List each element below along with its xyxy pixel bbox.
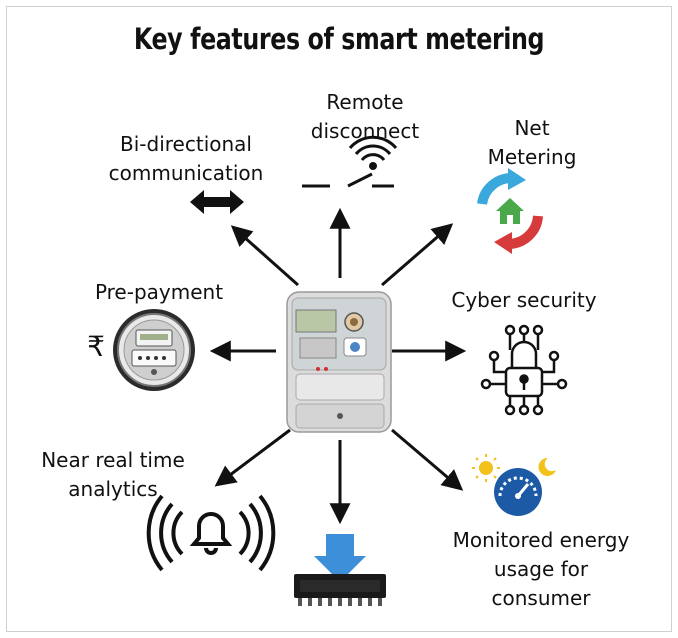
- label-line: Metering: [487, 145, 577, 169]
- lock-circuit-icon: [480, 324, 568, 416]
- label-monitored-energy: Monitored energy usage for consumer: [446, 526, 636, 613]
- label-net-metering: Net Metering: [482, 114, 582, 172]
- label-line: analytics: [68, 477, 158, 501]
- download-chip-icon: [294, 534, 386, 606]
- label-line: disconnect: [310, 119, 420, 143]
- label-line: Net: [514, 116, 550, 140]
- arrow-up-left: [230, 225, 299, 287]
- label-line: Cyber security: [451, 288, 597, 312]
- house-cycle-icon: [477, 168, 543, 254]
- arrow-up-right: [381, 223, 454, 287]
- label-pre-payment: Pre-payment: [84, 278, 234, 307]
- alarm-bell-icon: [146, 494, 276, 572]
- label-line: Pre-payment: [94, 280, 224, 304]
- smart-meter-icon: [286, 291, 392, 433]
- label-line: usage for: [493, 557, 589, 581]
- arrow-down-right: [391, 428, 464, 491]
- double-arrow-icon: [190, 190, 244, 214]
- label-line: communication: [108, 161, 264, 185]
- label-line: Near real time: [41, 448, 185, 472]
- label-bi-directional: Bi-directional communication: [96, 130, 276, 188]
- label-cyber-security: Cyber security: [444, 286, 604, 315]
- label-near-real-time: Near real time analytics: [36, 446, 190, 504]
- wifi-switch-icon: [302, 135, 398, 188]
- label-remote-disconnect: Remote disconnect: [300, 88, 430, 146]
- label-line: Monitored energy: [452, 528, 630, 552]
- prepaid-meter-icon: [113, 309, 195, 391]
- connector-arrows: [209, 207, 467, 525]
- arrow-down-left: [214, 428, 291, 487]
- gauge-day-night-icon: [472, 454, 556, 516]
- label-line: Remote: [326, 90, 404, 114]
- rupee-symbol: ₹: [87, 330, 105, 363]
- label-line: Bi-directional: [120, 132, 252, 156]
- label-line: consumer: [491, 586, 591, 610]
- diagram-title: Key features of smart metering: [133, 22, 545, 56]
